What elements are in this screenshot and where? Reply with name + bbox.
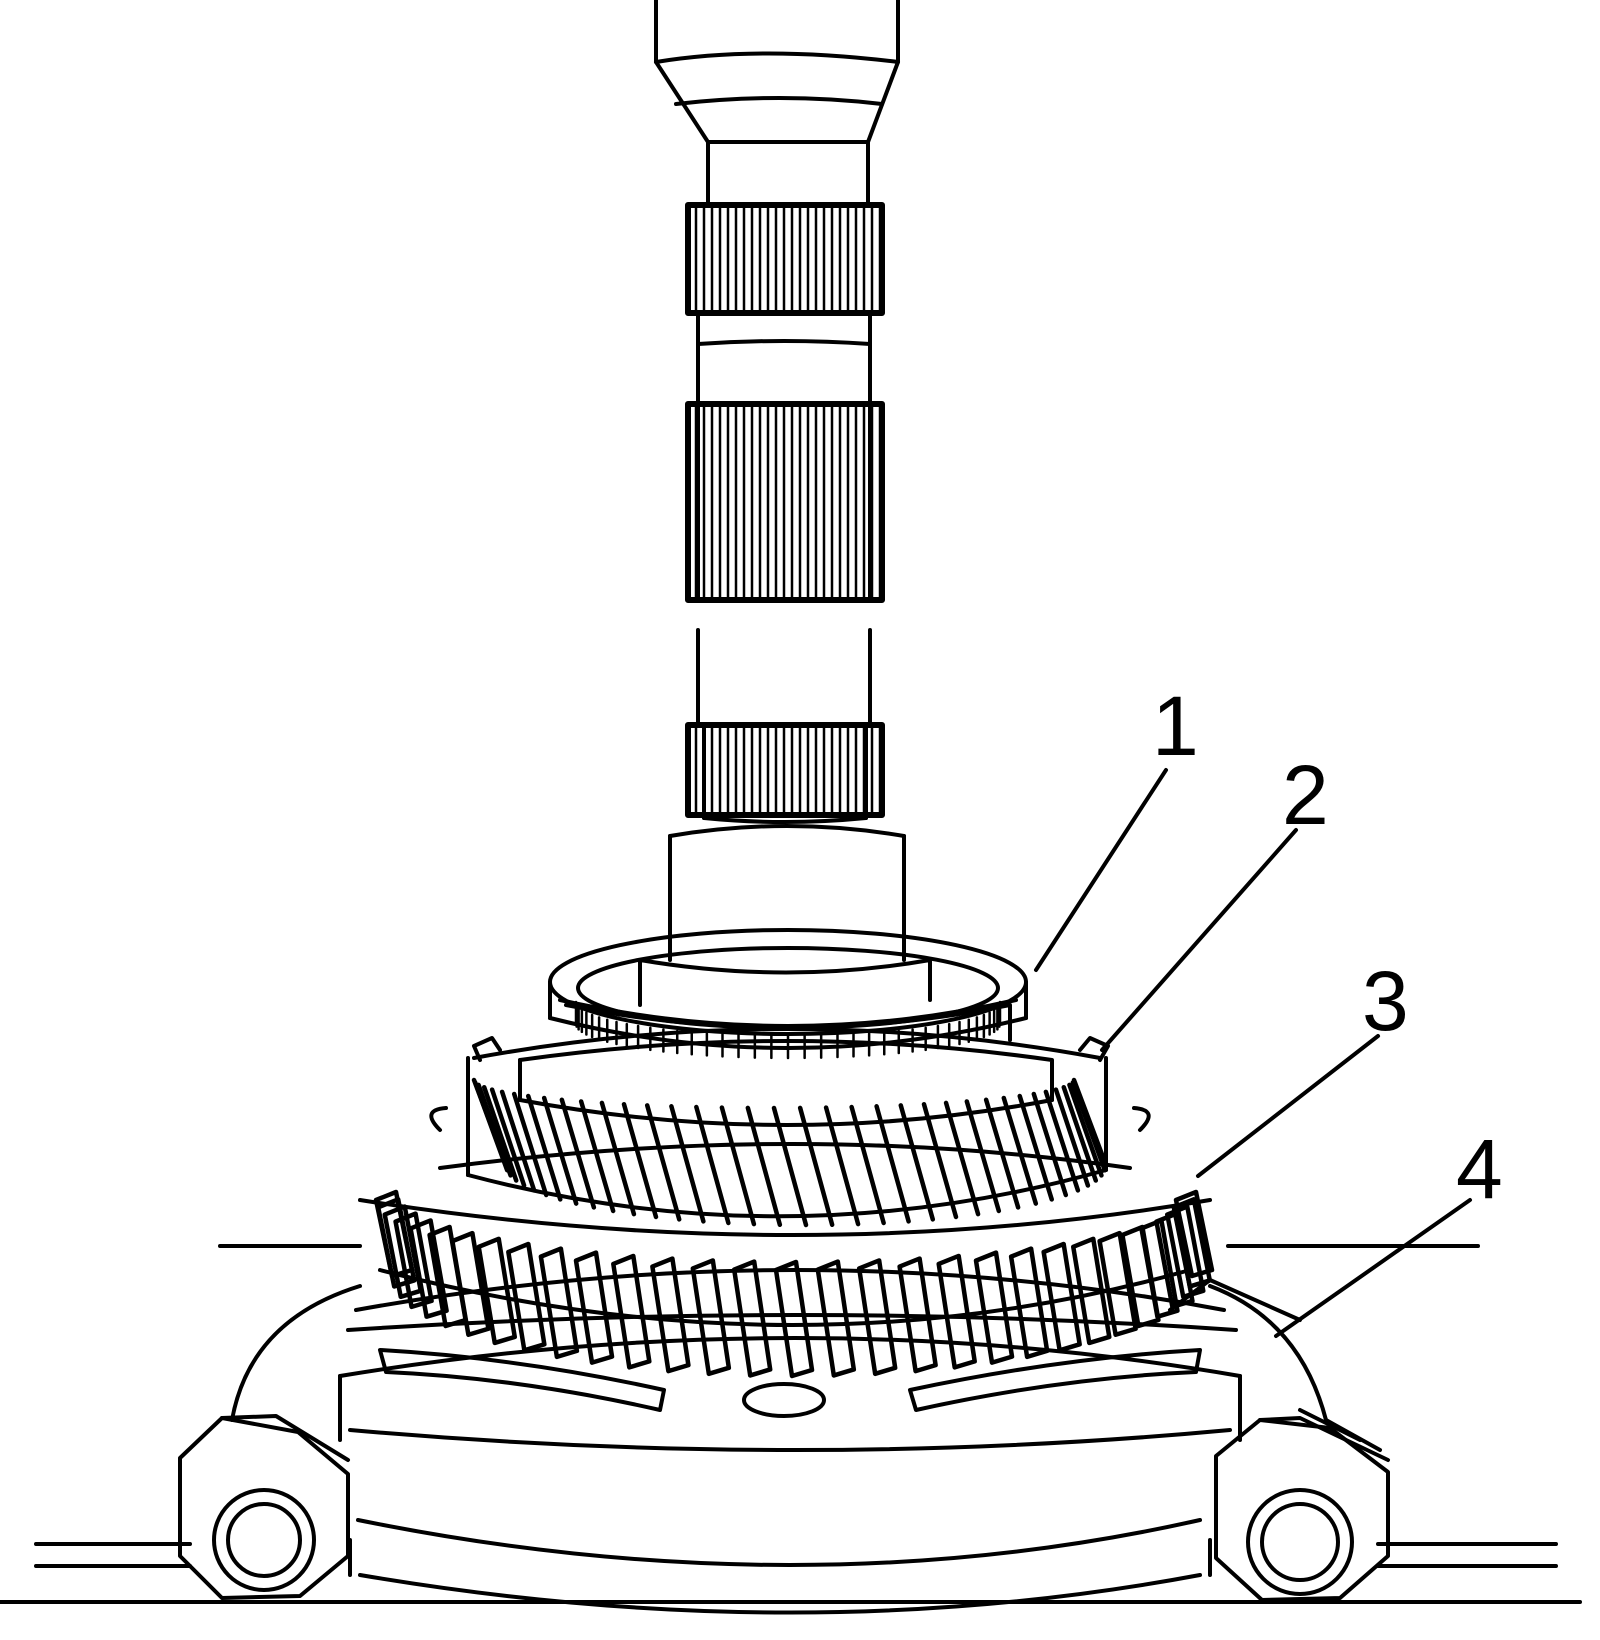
helical-tooth xyxy=(1043,1089,1081,1193)
gear-tooth xyxy=(1097,1230,1138,1338)
right-foot xyxy=(1214,1416,1390,1602)
leader-line-3 xyxy=(1196,1034,1380,1178)
helical-tooth xyxy=(964,1099,1002,1214)
gear-tooth xyxy=(573,1250,615,1365)
callout-number-2: 2 xyxy=(1282,748,1329,842)
helical-tooth xyxy=(1001,1095,1039,1206)
callout-number-3: 3 xyxy=(1362,954,1409,1048)
helical-tooth xyxy=(669,1104,706,1224)
helical-tooth xyxy=(921,1101,959,1220)
gear-tooth xyxy=(731,1259,773,1378)
helical-tooth xyxy=(1031,1091,1069,1198)
gear-tooth xyxy=(450,1230,491,1338)
press-ram xyxy=(654,0,900,207)
callout-numbers: 1 2 3 4 xyxy=(1152,679,1503,1216)
gear-tooth xyxy=(476,1236,517,1346)
shaft-collar xyxy=(638,824,932,1007)
leader-line-2 xyxy=(1100,828,1298,1052)
gear-tooth xyxy=(773,1259,815,1379)
helical-tooth xyxy=(943,1100,981,1217)
helical-tooth xyxy=(823,1105,861,1227)
helical-tooth xyxy=(644,1103,682,1222)
helical-tooth xyxy=(874,1104,911,1224)
helical-tooth xyxy=(898,1103,936,1222)
left-foot xyxy=(178,1414,350,1600)
shaft-spline-lower xyxy=(685,722,885,818)
gear-tooth xyxy=(611,1253,652,1370)
helical-tooth xyxy=(489,1087,527,1188)
helical-tooth xyxy=(1067,1082,1104,1178)
gear-tooth xyxy=(1041,1241,1082,1353)
gear-tooth xyxy=(506,1241,547,1353)
gear-tooth xyxy=(897,1256,938,1374)
helical-gear-part-2 xyxy=(466,1027,1110,1228)
helical-tooth xyxy=(1053,1087,1091,1188)
helical-tooth xyxy=(1071,1077,1109,1168)
gear-tooth xyxy=(408,1218,449,1319)
callout-number-1: 1 xyxy=(1152,679,1199,773)
helical-tooth xyxy=(694,1104,731,1226)
gear-tooth xyxy=(393,1211,434,1310)
gear-tooth xyxy=(815,1259,857,1378)
leader-line-1 xyxy=(1034,768,1168,972)
helical-tooth xyxy=(1017,1093,1054,1202)
helical-tooth xyxy=(541,1095,579,1206)
helical-tooth xyxy=(526,1093,563,1202)
gear-tooth xyxy=(1173,1189,1215,1279)
helical-tooth xyxy=(511,1091,549,1198)
gear-tooth xyxy=(1008,1246,1050,1360)
gear-tooth xyxy=(538,1246,580,1360)
helical-tooth xyxy=(621,1101,659,1220)
helical-tooth xyxy=(797,1105,835,1228)
helical-tooth xyxy=(499,1089,537,1193)
gear-tooth xyxy=(1165,1204,1206,1300)
helical-tooth xyxy=(719,1105,757,1227)
helical-tooth xyxy=(578,1099,616,1214)
helical-tooth xyxy=(1061,1084,1099,1183)
helical-tooth xyxy=(599,1100,637,1217)
gear-tooth xyxy=(936,1253,977,1370)
helical-tooth xyxy=(745,1105,783,1228)
shaft-spline-upper xyxy=(685,202,885,316)
gear-tooth xyxy=(973,1250,1015,1365)
gear-tooth xyxy=(1071,1236,1112,1346)
gear-tooth xyxy=(1120,1224,1161,1329)
helical-tooth xyxy=(481,1084,519,1183)
helical-tooth xyxy=(849,1104,886,1226)
shaft-spline-middle xyxy=(685,401,885,603)
gear-tooth xyxy=(650,1256,691,1374)
leader-line-4 xyxy=(1274,1198,1472,1338)
callout-number-4: 4 xyxy=(1456,1122,1503,1216)
gear-tooth xyxy=(375,1197,417,1289)
helical-tooth xyxy=(771,1105,809,1228)
callout-leaders xyxy=(1034,768,1472,1338)
press-table-lines xyxy=(0,1244,1582,1604)
